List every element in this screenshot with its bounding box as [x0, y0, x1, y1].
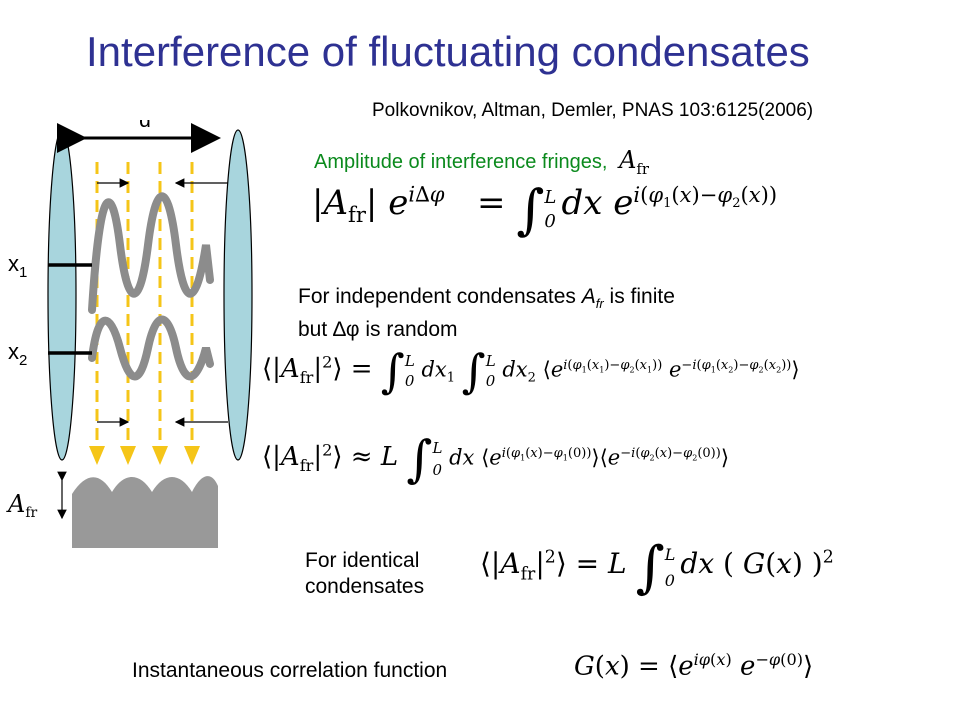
beam-arrowheads [89, 446, 200, 465]
phase-wave-1 [88, 192, 214, 314]
x1-label: x1 [8, 251, 27, 281]
slide-title: Interference of fluctuating condensates [86, 28, 810, 75]
identical-line-2: condensates [305, 575, 425, 598]
identical-line-1: For identical [305, 549, 420, 572]
right-condensate [223, 129, 253, 461]
left-condensate [47, 129, 77, 461]
independent-text: For independent condensates Afr is finit… [298, 284, 675, 343]
independent-line-2: but ∆φ is random [298, 318, 458, 342]
expanding-beams [95, 162, 194, 448]
afr-diagram-label: Afr [6, 490, 38, 521]
fringe-profile [72, 476, 218, 548]
identical-text: For identical condensates [305, 548, 424, 600]
independent-line-1: For independent condensates Afr is finit… [298, 285, 675, 312]
correlation-label: Instantaneous correlation function [132, 659, 448, 682]
citation: Polkovnikov, Altman, Demler, PNAS 103:61… [372, 100, 814, 121]
afr-inline-symbol: Afr [619, 146, 650, 178]
x2-label: x2 [8, 339, 27, 369]
amplitude-label: Amplitude of interference fringes, Afr [314, 146, 649, 178]
interference-diagram: d x1 x2 Afr [6, 120, 253, 548]
d-label: d [139, 120, 151, 132]
phase-wave-2 [88, 315, 214, 381]
amplitude-label-text: Amplitude of interference fringes, [314, 151, 608, 173]
expansion-arrows [97, 178, 228, 427]
equation-5: G(x) = ⟨eiφ(x) e−φ(0)⟩ [574, 650, 814, 682]
